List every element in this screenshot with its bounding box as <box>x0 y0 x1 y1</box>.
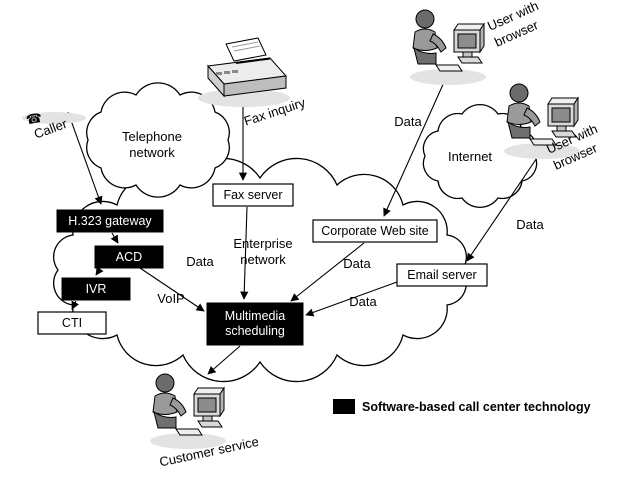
email-server-label: Email server <box>407 268 476 282</box>
ivr-label: IVR <box>86 282 107 296</box>
fax-server-label: Fax server <box>223 188 282 202</box>
data-label-user-right-flow: Data <box>516 217 544 232</box>
box-h323-gateway <box>56 209 164 233</box>
arrow-ivr-to-cti <box>71 300 80 310</box>
box-ivr <box>61 277 131 301</box>
arrow-user-right-to-email-server <box>466 151 542 262</box>
phone-icon: ☎ <box>25 111 44 129</box>
data-label-web-flow: Data <box>343 256 371 271</box>
arrow-web-site-to-multimedia <box>290 242 365 302</box>
legend-swatch <box>333 399 355 414</box>
telephone-network-label-line2: network <box>129 145 175 160</box>
arrow-caller-to-gateway <box>67 111 103 205</box>
box-multimedia-scheduling <box>206 302 304 346</box>
user-with-browser-icon-top <box>409 9 487 86</box>
telephone-network-cloud <box>86 82 230 198</box>
box-corporate-web-site <box>312 219 438 243</box>
data-label-email-flow: Data <box>349 294 377 309</box>
legend-label: Software-based call center technology <box>362 400 591 414</box>
box-email-server <box>396 263 488 287</box>
arrow-user-top-to-web-site <box>383 79 446 217</box>
arrow-fax-server-to-multimedia <box>240 206 249 300</box>
box-acd <box>94 245 164 269</box>
enterprise-network-label-line2: network <box>240 252 286 267</box>
enterprise-network-label-line1: Enterprise <box>233 236 292 251</box>
fax-icon <box>197 37 291 108</box>
internet-label: Internet <box>448 149 492 164</box>
phone-shadow <box>22 112 86 124</box>
box-fax-server <box>212 183 294 207</box>
arrow-acd-to-ivr <box>95 266 104 276</box>
h323-gateway-label: H.323 gateway <box>68 214 152 228</box>
corporate-web-site-label: Corporate Web site <box>321 224 429 238</box>
multimedia-scheduling-label-line2: scheduling <box>225 324 285 338</box>
arrow-voip-to-multimedia <box>139 267 205 312</box>
voip-label: VoIP <box>157 291 184 306</box>
telephone-network-label-line1: Telephone <box>122 129 182 144</box>
acd-label: ACD <box>116 250 142 264</box>
data-label-fax-flow: Data <box>186 254 214 269</box>
arrow-gateway-to-acd <box>110 232 119 244</box>
cti-label: CTI <box>62 316 82 330</box>
arrow-multimedia-to-customer-service <box>207 345 241 375</box>
arrow-email-server-to-multimedia <box>305 281 398 317</box>
data-label-user-top-flow: Data <box>394 114 422 129</box>
multimedia-scheduling-label-line1: Multimedia <box>225 309 285 323</box>
customer-service-icon <box>149 373 227 450</box>
box-cti <box>37 311 107 335</box>
